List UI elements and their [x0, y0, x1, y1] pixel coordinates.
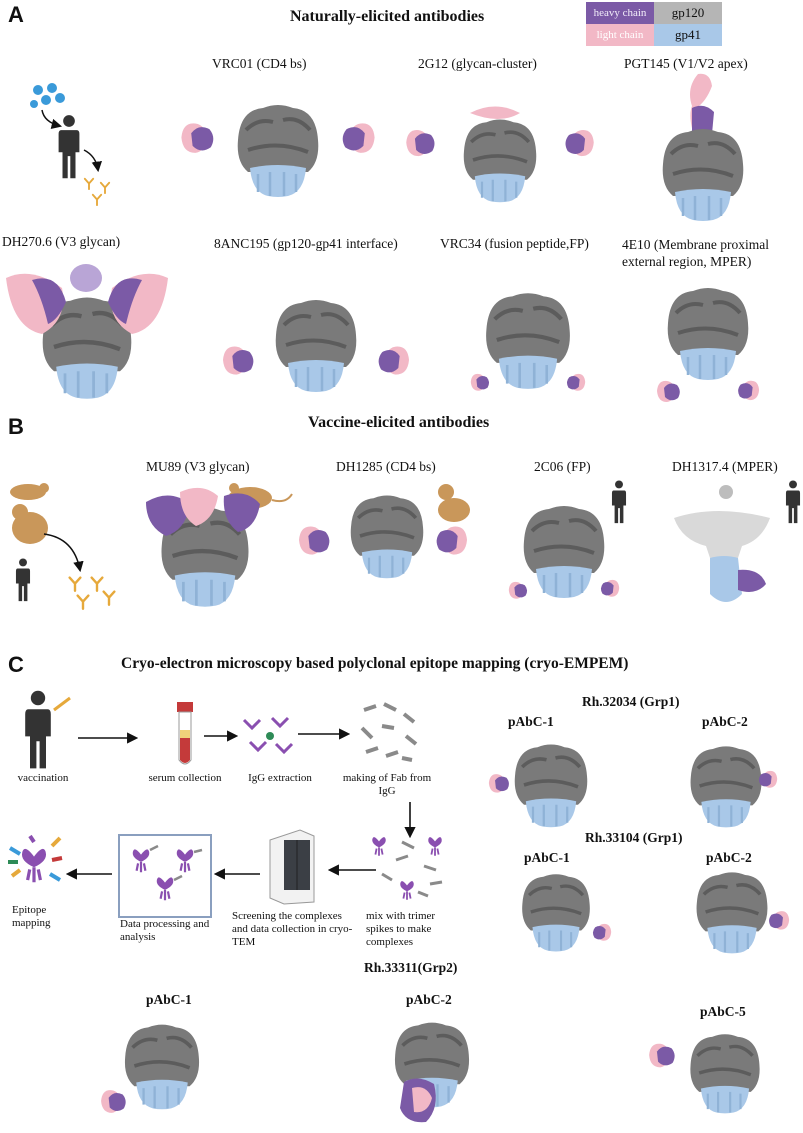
label-4e10: 4E10 (Membrane proximal external region,… — [622, 237, 769, 269]
legend-gp41: gp41 — [654, 24, 722, 46]
vaccination-person-icon — [25, 690, 71, 769]
structure-dh1317 — [674, 485, 770, 602]
rh32034-pabc1-label: pAbC-1 — [508, 714, 554, 729]
structure-4e10 — [657, 276, 760, 402]
natural-infection-icon — [30, 83, 111, 206]
structure-mu89 — [146, 487, 260, 612]
label-mu89: MU89 (V3 glycan) — [146, 459, 250, 474]
structure-rh33311-pabc5 — [649, 1020, 768, 1128]
panel-letter-c: C — [8, 652, 24, 677]
vaccination-animals-icon — [10, 483, 116, 610]
label-2g12: 2G12 (glycan-cluster) — [418, 56, 537, 71]
legend-gp120: gp120 — [654, 2, 722, 24]
structure-rh33311-pabc2 — [382, 1012, 482, 1123]
legend-light-chain: light chain — [586, 24, 654, 46]
group-rh32034: Rh.32034 (Grp1) — [582, 694, 680, 709]
data-processing-box — [118, 834, 212, 918]
trimer-complex-icon — [371, 836, 443, 901]
label-dh1285: DH1285 (CD4 bs) — [336, 459, 436, 474]
structure-vrc01 — [181, 90, 375, 210]
structure-vrc34 — [470, 282, 586, 412]
monkey-icon — [438, 484, 470, 522]
structure-rh32034-pabc2 — [688, 744, 778, 830]
serum-tube-icon — [177, 702, 193, 765]
rh32034-pabc2-label: pAbC-2 — [702, 714, 748, 729]
structure-dh1285 — [299, 493, 467, 581]
group-rh33104: Rh.33104 (Grp1) — [585, 830, 683, 845]
panel-a-title: Naturally-elicited antibodies — [290, 8, 485, 25]
arrow-to-processing — [213, 868, 260, 880]
step-vaccination: vaccination — [17, 772, 69, 784]
structure-rh33311-pabc1 — [101, 1010, 210, 1113]
epitope-mapping-icon — [8, 834, 63, 884]
group-rh33311: Rh.33311(Grp2) — [364, 960, 458, 975]
rh33104-pabc2-label: pAbC-2 — [706, 850, 752, 865]
label-dh270: DH270.6 (V3 glycan) — [2, 234, 121, 249]
structure-pgt145 — [648, 73, 758, 227]
fab-fragments-icon — [360, 702, 418, 762]
step-mix: mix with trimer spikes to make complexes — [366, 910, 436, 948]
structure-2c06 — [508, 484, 620, 620]
panel-b-title: Vaccine-elicited antibodies — [308, 414, 490, 431]
color-legend: heavy chain gp120 light chain gp41 — [586, 2, 726, 46]
cryo-tem-icon — [269, 829, 315, 905]
label-pgt145: PGT145 (V1/V2 apex) — [624, 56, 748, 71]
step-screen: Screening the complexes and data collect… — [232, 910, 353, 948]
label-vrc01: VRC01 (CD4 bs) — [212, 56, 307, 71]
step-epitope: Epitope mapping — [12, 904, 51, 929]
step-igg: IgG extraction — [248, 772, 312, 784]
label-2c06: 2C06 (FP) — [534, 459, 591, 474]
particle-classes-icon — [131, 844, 203, 902]
label-vrc34: VRC34 (fusion peptide,FP) — [440, 236, 589, 251]
workflow-arrow-down — [404, 802, 416, 839]
arrow-to-screen — [327, 864, 376, 876]
rh33311-pabc1-label: pAbC-1 — [146, 992, 192, 1007]
rh33104-pabc1-label: pAbC-1 — [524, 850, 570, 865]
legend-heavy-chain: heavy chain — [586, 2, 654, 24]
igg-icon — [242, 716, 294, 755]
step-fab: making of Fab from IgG — [342, 772, 432, 797]
human-icon-dh1317 — [785, 480, 801, 524]
panel-letter-a: A — [8, 2, 24, 27]
rh33311-pabc5-label: pAbC-5 — [700, 1004, 746, 1019]
rh33311-pabc2-label: pAbC-2 — [406, 992, 452, 1007]
panel-letter-b: B — [8, 414, 24, 439]
structure-2g12 — [406, 106, 594, 215]
structure-rh32034-pabc1 — [488, 742, 590, 830]
structure-8anc195 — [223, 280, 409, 410]
panel-c-title: Cryo-electron microscopy based polyclona… — [121, 655, 629, 672]
step-serum: serum collection — [148, 772, 222, 784]
structure-rh33104-pabc1 — [520, 872, 612, 954]
structure-rh33104-pabc2 — [694, 870, 790, 956]
workflow-arrows-row1 — [78, 728, 351, 744]
label-dh1317: DH1317.4 (MPER) — [672, 459, 778, 474]
arrow-to-epitope — [65, 868, 112, 880]
label-8anc195: 8ANC195 (gp120-gp41 interface) — [214, 236, 398, 251]
step-processing: Data processing and analysis — [120, 918, 210, 943]
structure-dh270 — [6, 264, 168, 408]
